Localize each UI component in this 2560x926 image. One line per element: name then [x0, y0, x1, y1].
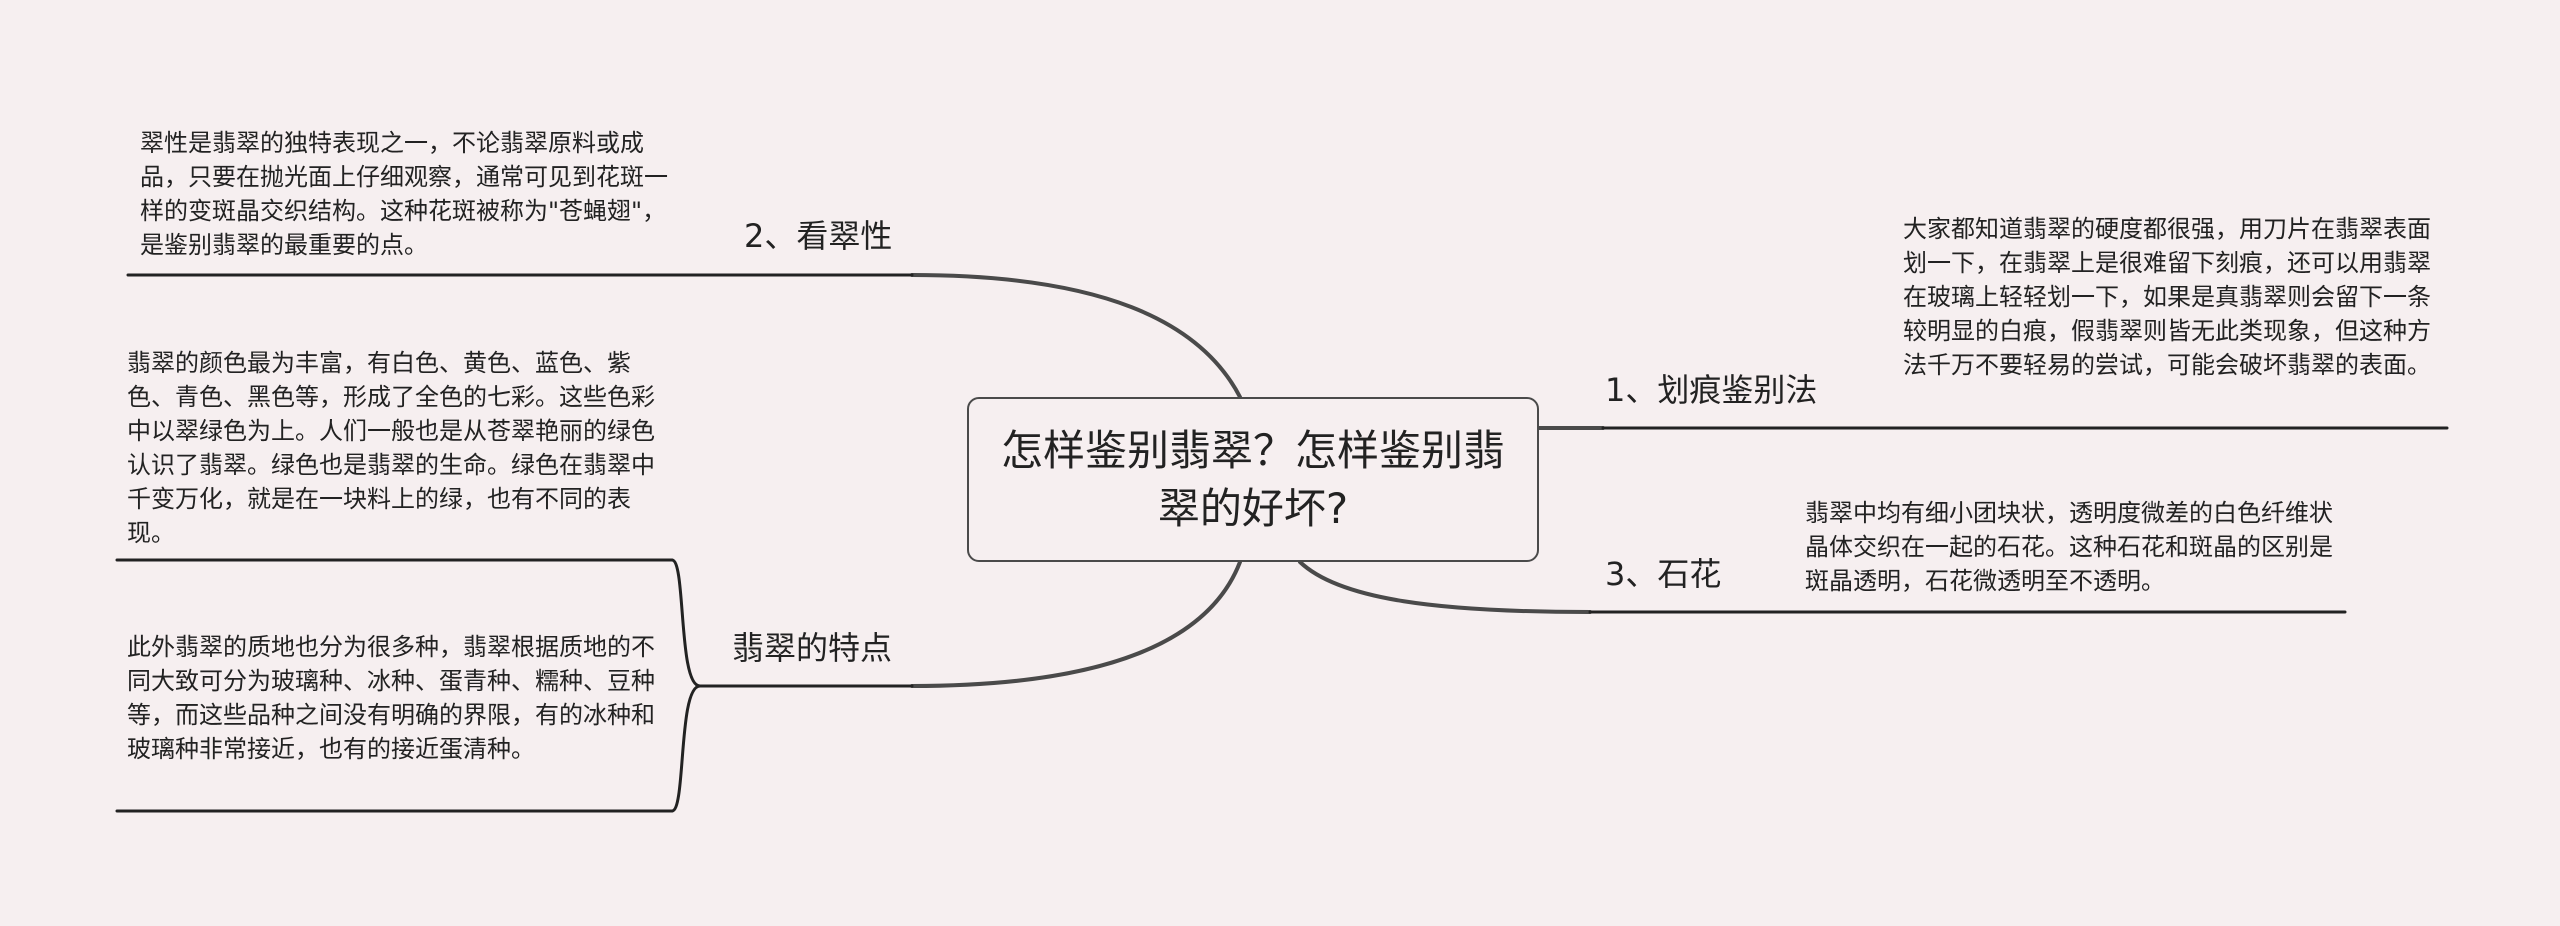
central-topic-text: 怎样鉴别翡翠？怎样鉴别翡翠的好坏?	[1000, 425, 1505, 533]
note-shihua-text: 翡翠中均有细小团块状，透明度微差的白色纤维状晶体交织在一起的石花。这种石花和斑晶…	[1805, 499, 2333, 595]
note-huahen: 大家都知道翡翠的硬度都很强，用刀片在翡翠表面划一下，在翡翠上是很难留下刻痕，还可…	[1903, 212, 2443, 382]
connector-central-to-kancuixing	[910, 273, 1242, 399]
note-yanse: 翡翠的颜色最为丰富，有白色、黄色、蓝色、紫色、青色、黑色等，形成了全色的七彩。这…	[127, 346, 662, 550]
central-topic[interactable]: 怎样鉴别翡翠？怎样鉴别翡翠的好坏?	[967, 397, 1539, 562]
branch-shihua[interactable]: 3、石花	[1605, 554, 1721, 594]
note-kancuixing-text: 翠性是翡翠的独特表现之一，不论翡翠原料或成品，只要在抛光面上仔细观察，通常可见到…	[140, 129, 668, 259]
branch-huahen-label: 1、划痕鉴别法	[1605, 371, 1818, 409]
connector-central-to-tedian	[910, 560, 1242, 688]
branch-kancuixing-label: 2、看翠性	[744, 217, 893, 255]
note-shihua: 翡翠中均有细小团块状，透明度微差的白色纤维状晶体交织在一起的石花。这种石花和斑晶…	[1805, 496, 2340, 598]
branch-tedian[interactable]: 翡翠的特点	[732, 628, 892, 668]
branch-tedian-label: 翡翠的特点	[732, 629, 893, 667]
branch-shihua-label: 3、石花	[1605, 555, 1722, 593]
branch-kancuixing[interactable]: 2、看翠性	[744, 216, 892, 256]
bracket-tedian	[671, 558, 728, 813]
note-zhidi: 此外翡翠的质地也分为很多种，翡翠根据质地的不同大致可分为玻璃种、冰种、蛋青种、糯…	[127, 630, 662, 766]
note-zhidi-text: 此外翡翠的质地也分为很多种，翡翠根据质地的不同大致可分为玻璃种、冰种、蛋青种、糯…	[127, 633, 655, 763]
branch-huahen[interactable]: 1、划痕鉴别法	[1605, 370, 1817, 410]
note-kancuixing: 翠性是翡翠的独特表现之一，不论翡翠原料或成品，只要在抛光面上仔细观察，通常可见到…	[140, 126, 675, 262]
note-yanse-text: 翡翠的颜色最为丰富，有白色、黄色、蓝色、紫色、青色、黑色等，形成了全色的七彩。这…	[127, 349, 655, 547]
connector-central-to-shihua	[1298, 560, 1592, 614]
note-huahen-text: 大家都知道翡翠的硬度都很强，用刀片在翡翠表面划一下，在翡翠上是很难留下刻痕，还可…	[1903, 215, 2431, 379]
